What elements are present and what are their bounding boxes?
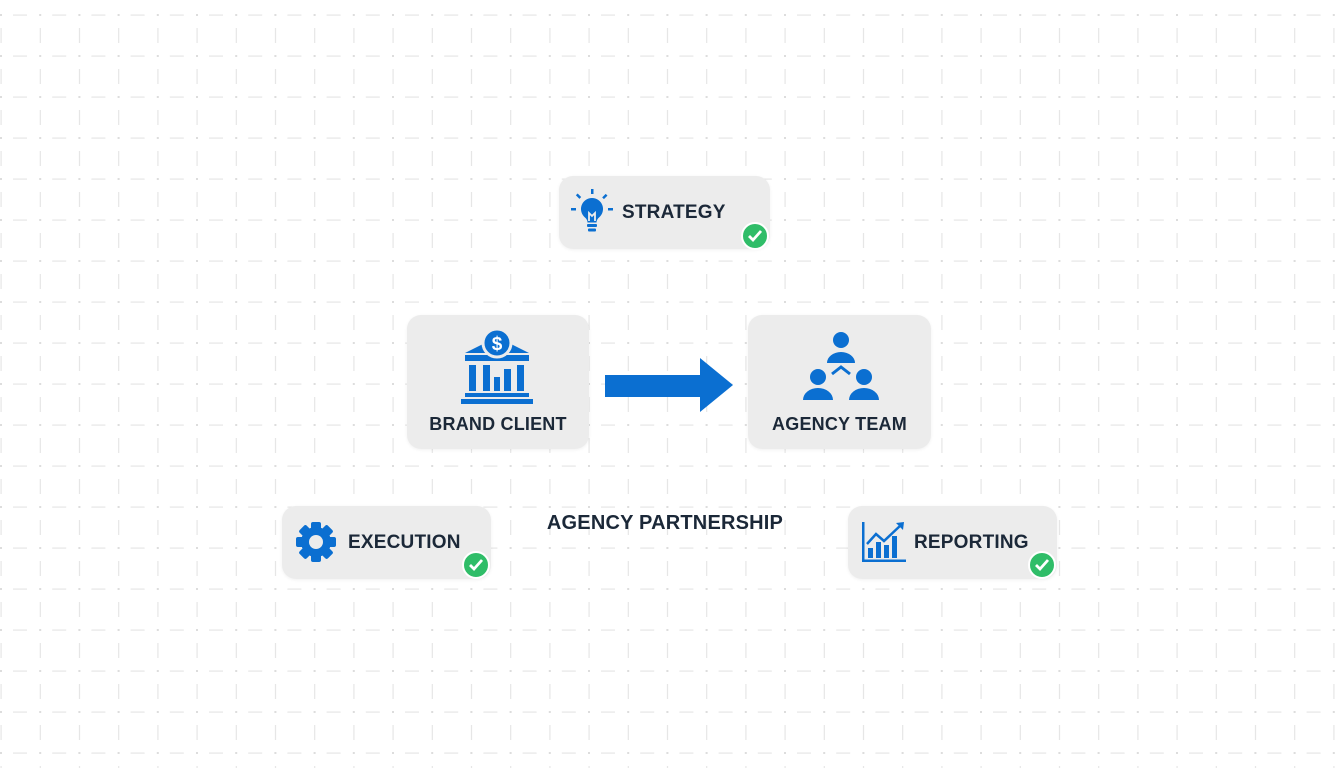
node-label: BRAND CLIENT bbox=[429, 414, 567, 434]
node-label: AGENCY TEAM bbox=[772, 414, 907, 434]
node-agency-team[interactable]: AGENCY TEAM bbox=[748, 315, 931, 449]
check-icon bbox=[462, 551, 490, 579]
node-label: STRATEGY bbox=[622, 202, 726, 223]
check-icon bbox=[1028, 551, 1056, 579]
svg-text:$: $ bbox=[492, 334, 503, 355]
gear-icon bbox=[296, 522, 336, 562]
chart-icon bbox=[862, 522, 906, 562]
bank-icon: $ bbox=[461, 327, 533, 404]
node-reporting[interactable]: REPORTING bbox=[848, 506, 1057, 579]
team-icon bbox=[803, 332, 879, 400]
diagram-title: AGENCY PARTNERSHIP bbox=[546, 512, 784, 534]
node-brand-client[interactable]: $ BRAND CLIENT bbox=[407, 315, 589, 449]
node-strategy[interactable]: STRATEGY bbox=[559, 176, 770, 250]
arrow-right-icon bbox=[605, 358, 733, 412]
check-icon bbox=[741, 222, 769, 250]
node-label: EXECUTION bbox=[348, 532, 461, 553]
node-label: REPORTING bbox=[914, 532, 1029, 553]
node-execution[interactable]: EXECUTION bbox=[282, 506, 491, 579]
lightbulb-icon bbox=[571, 189, 613, 232]
